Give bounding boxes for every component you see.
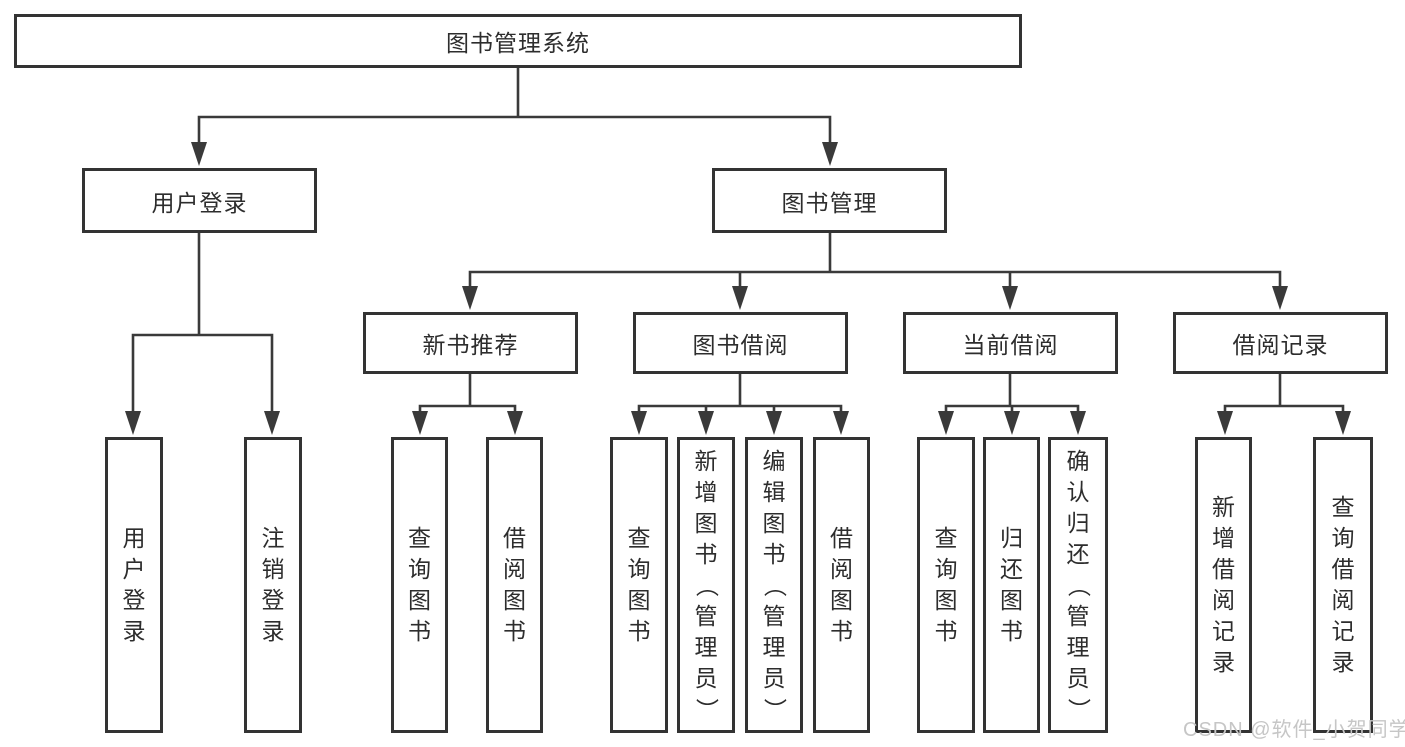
node-book-borrowing: 图书借阅 <box>633 312 848 374</box>
leaf-borrow-books-2: 借阅图书 <box>813 437 870 733</box>
leaf-query-books-1: 查询图书 <box>391 437 448 733</box>
node-user-login: 用户登录 <box>82 168 317 233</box>
leaf-confirm-return-admin: 确认归还（管理员） <box>1048 437 1108 733</box>
node-current-borrowing: 当前借阅 <box>903 312 1118 374</box>
leaf-return-book: 归还图书 <box>983 437 1040 733</box>
leaf-add-book-admin: 新增图书（管理员） <box>677 437 735 733</box>
leaf-query-borrow-record: 查询借阅记录 <box>1313 437 1373 733</box>
leaf-user-login: 用户登录 <box>105 437 163 733</box>
leaf-borrow-books-1: 借阅图书 <box>486 437 543 733</box>
leaf-add-borrow-record: 新增借阅记录 <box>1195 437 1252 733</box>
leaf-logout: 注销登录 <box>244 437 302 733</box>
node-borrowing-records: 借阅记录 <box>1173 312 1388 374</box>
node-new-book-recommend: 新书推荐 <box>363 312 578 374</box>
node-book-management: 图书管理 <box>712 168 947 233</box>
watermark: CSDN @软件_小贺同学 <box>1183 719 1405 741</box>
leaf-edit-book-admin: 编辑图书（管理员） <box>745 437 803 733</box>
leaf-query-books-2: 查询图书 <box>610 437 668 733</box>
node-library-system: 图书管理系统 <box>14 14 1022 68</box>
leaf-query-books-3: 查询图书 <box>917 437 975 733</box>
